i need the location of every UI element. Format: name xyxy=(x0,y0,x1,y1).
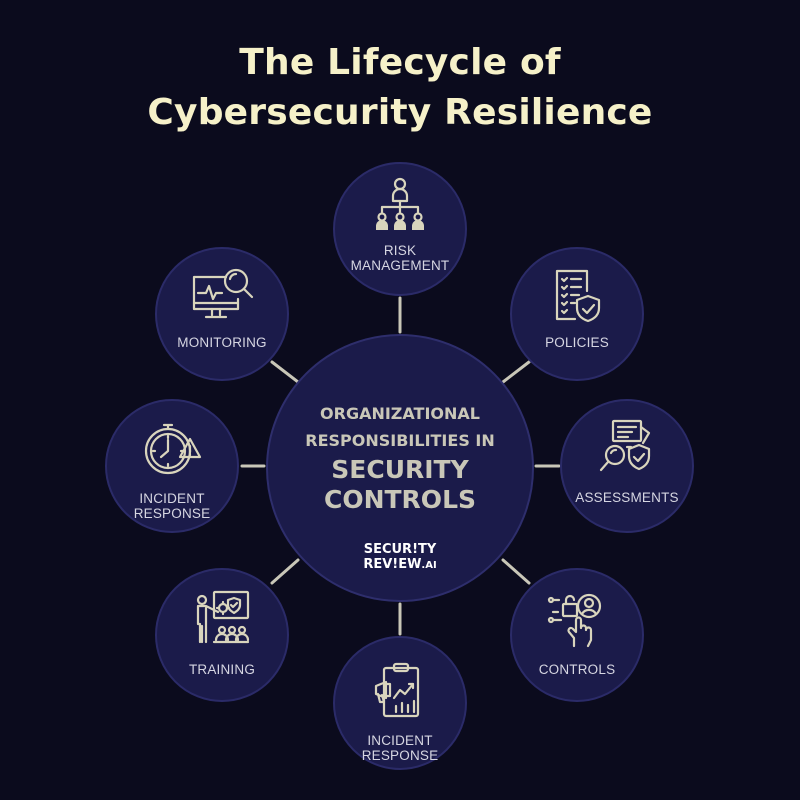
node-label: MONITORING xyxy=(177,335,267,350)
monitor-search-icon xyxy=(192,268,254,319)
connector-training xyxy=(270,558,300,585)
org-chart-icon xyxy=(376,177,424,230)
report-chart-icon xyxy=(374,662,420,718)
node-controls: CONTROLS xyxy=(510,568,644,702)
center-hub: ORGANIZATIONAL RESPONSIBILITIES IN SECUR… xyxy=(266,334,534,602)
security-review-logo: SECUR!TY REV!EW.AI xyxy=(363,542,437,572)
node-label: RISK MANAGEMENT xyxy=(350,243,450,273)
node-assessments: ASSESSMENTS xyxy=(560,399,694,533)
node-training: TRAINING xyxy=(155,568,289,702)
node-policies: POLICIES xyxy=(510,247,644,381)
page-title: The Lifecycle of Cybersecurity Resilienc… xyxy=(0,38,800,138)
node-label: TRAINING xyxy=(188,662,256,677)
policy-checklist-icon xyxy=(555,269,601,323)
node-label: INCIDENT RESPONSE xyxy=(133,491,211,521)
node-incident-response-left: INCIDENT RESPONSE xyxy=(105,399,239,533)
assessment-icon xyxy=(599,419,651,472)
connector-controls xyxy=(501,558,531,585)
center-subtitle: ORGANIZATIONAL RESPONSIBILITIES IN xyxy=(305,404,495,450)
node-label: POLICIES xyxy=(545,335,609,350)
node-label: INCIDENT RESPONSE xyxy=(361,733,439,763)
node-risk-management: RISK MANAGEMENT xyxy=(333,162,467,296)
node-monitoring: MONITORING xyxy=(155,247,289,381)
training-icon xyxy=(196,590,250,644)
node-label: CONTROLS xyxy=(538,662,616,677)
node-incident-response-bottom: INCIDENT RESPONSE xyxy=(333,636,467,770)
connector-monitoring xyxy=(270,360,300,384)
center-heading: SECURITY CONTROLS xyxy=(323,455,476,514)
title-line-2: Cybersecurity Resilience xyxy=(147,92,653,133)
node-label: ASSESSMENTS xyxy=(575,490,679,505)
access-control-icon xyxy=(547,593,602,648)
title-line-1: The Lifecycle of xyxy=(239,42,561,83)
clock-alert-icon xyxy=(144,423,202,475)
connector-policies xyxy=(501,360,531,384)
